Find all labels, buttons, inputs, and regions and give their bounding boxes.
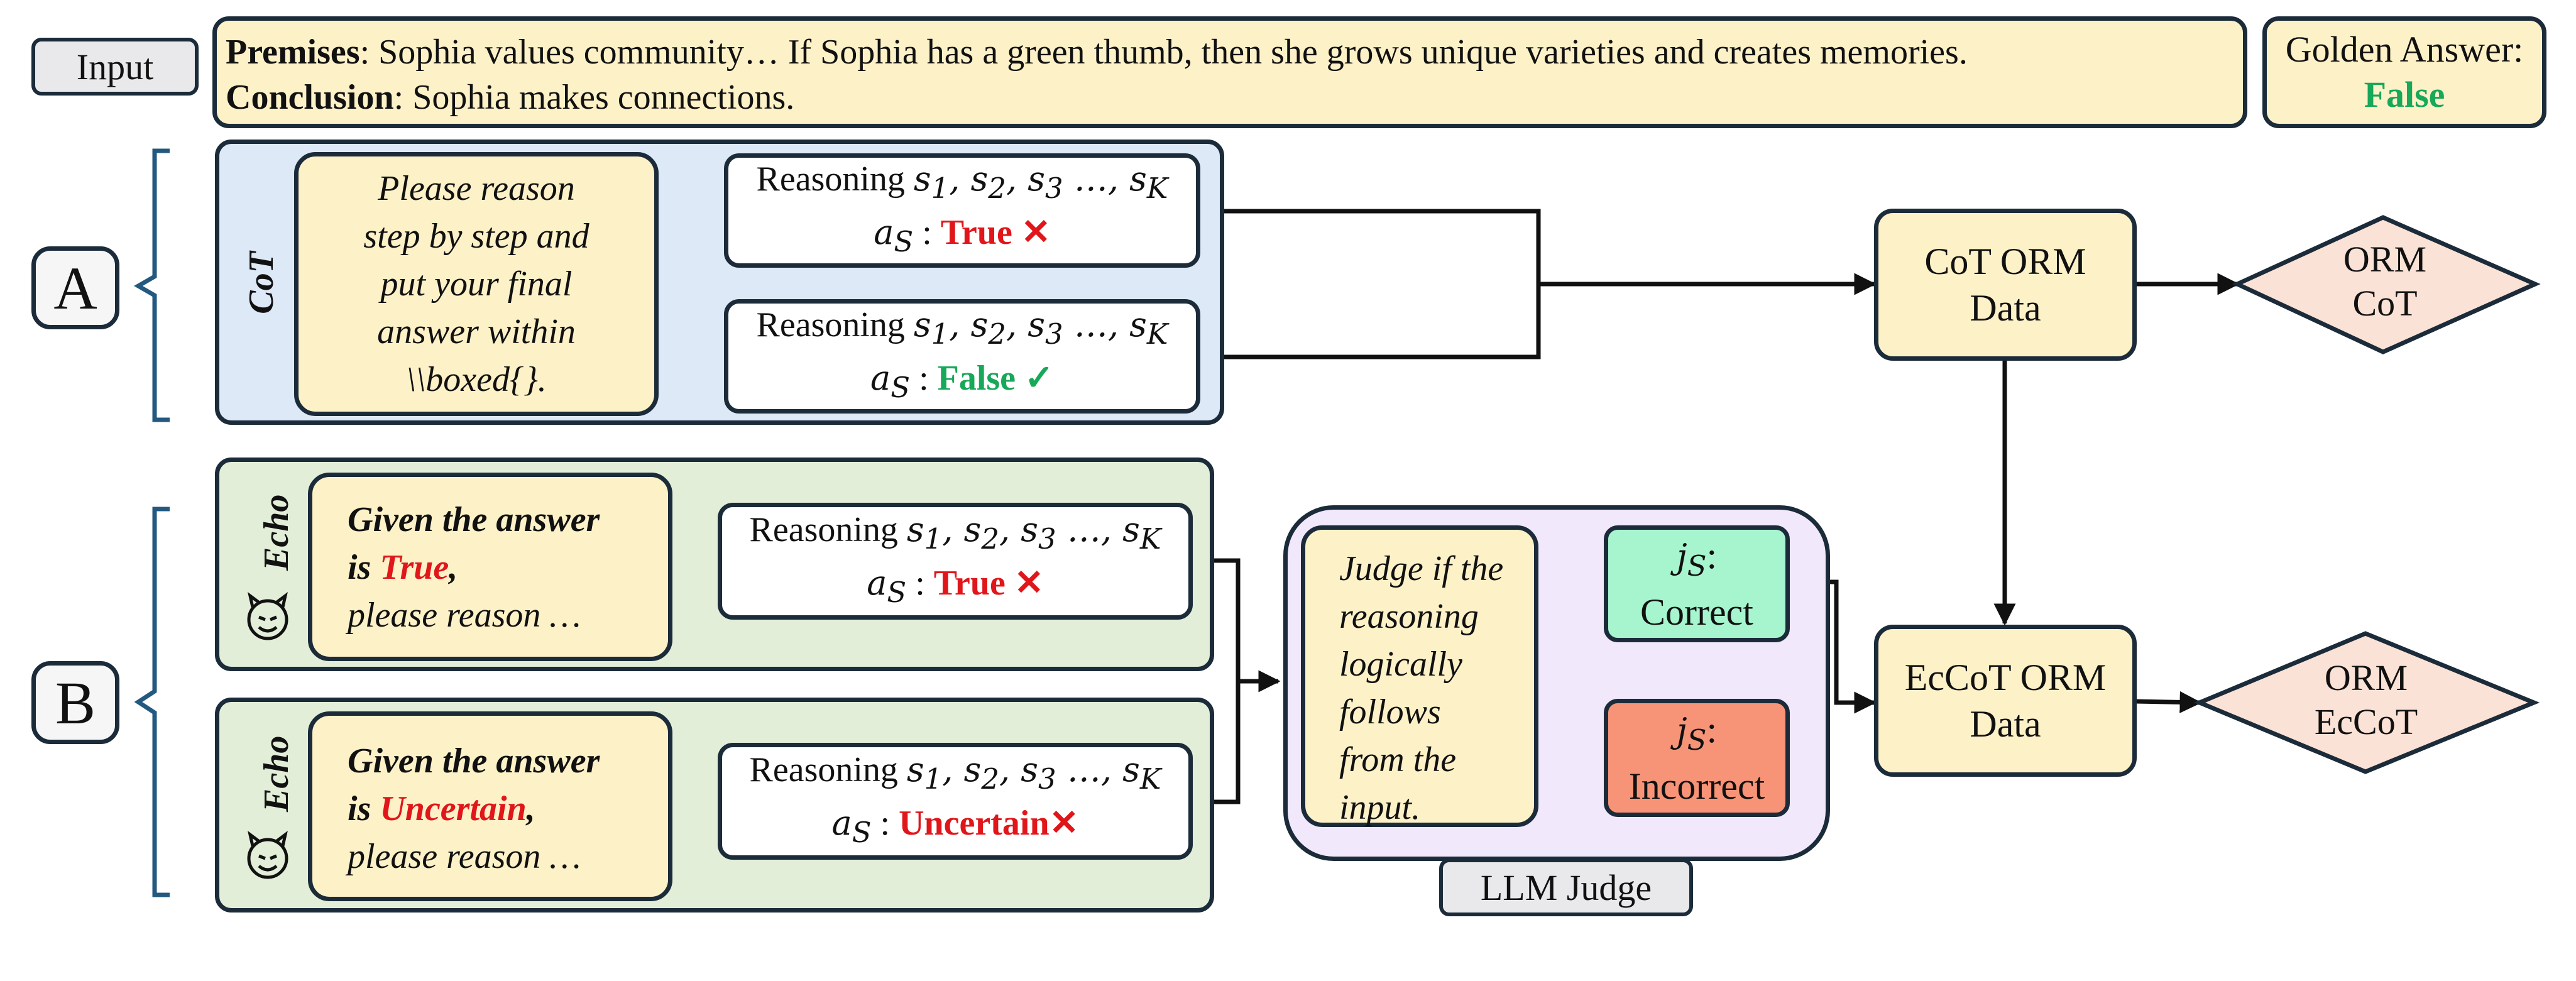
orm-cot-label: ORM CoT — [2343, 239, 2427, 324]
correct-label: Correct — [1640, 591, 1753, 633]
cot-prompt-text: Please reason step by step and put your … — [363, 169, 589, 399]
eccot-orm-data-box: EcCoT ORM Data — [1874, 625, 2137, 777]
input-label: Input — [31, 38, 199, 96]
wrong-mark-icon: ✕ — [1049, 804, 1079, 843]
bracket-a — [133, 148, 170, 422]
echo-answer-uncertain: Uncertain — [380, 789, 527, 828]
reasoning-answer: aS : True ✕ — [867, 563, 1044, 609]
echo-prompt-line-1: Given the answer — [348, 500, 600, 539]
llm-judge-label: LLM Judge — [1439, 858, 1693, 916]
echo-prompt-line-3: please reason … — [348, 837, 581, 876]
orm-eccot-label: ORM EcCoT — [2314, 657, 2418, 742]
conclusion-line: Conclusion: Sophia makes connections. — [226, 75, 2234, 120]
orm-eccot-diamond — [2193, 631, 2540, 774]
reasoning-answer: aS : False ✓ — [870, 358, 1054, 404]
cot-prompt-box: Please reason step by step and put your … — [294, 152, 659, 416]
golden-answer-box: Golden Answer: False — [2262, 16, 2546, 128]
echo-prompt-line-2: is True, — [348, 548, 458, 587]
reasoning-answer: aS : True ✕ — [874, 212, 1051, 258]
echo-prompt-line-1: Given the answer — [348, 742, 600, 781]
section-a-letter: A — [31, 246, 119, 329]
echo-reasoning-box-2: Reasoning s1, s2, s3 …, sK aS : Uncertai… — [718, 743, 1193, 860]
cot-reasoning-box-1: Reasoning s1, s2, s3 …, sK aS : True ✕ — [724, 153, 1200, 268]
wrong-mark-icon: ✕ — [1014, 564, 1044, 603]
judge-incorrect-box: jS: Incorrect — [1604, 699, 1790, 817]
echo-answer-true: True — [380, 548, 449, 587]
cot-reasoning-box-2: Reasoning s1, s2, s3 …, sK aS : False ✓ — [724, 299, 1200, 414]
echo-prompt-line-2: is Uncertain, — [348, 789, 535, 828]
echo-prompt-line-3: please reason … — [348, 596, 581, 635]
devil-icon-svg — [247, 591, 288, 640]
conclusion-text: : Sophia makes connections. — [393, 78, 795, 117]
echo-side-label-1: Echo — [257, 494, 296, 571]
judge-prompt-box: Judge if the reasoning logically follows… — [1301, 525, 1538, 827]
devil-icon — [241, 830, 294, 882]
conclusion-label: Conclusion — [226, 78, 394, 117]
echo-side-label-2: Echo — [257, 735, 296, 812]
bracket-b — [134, 507, 170, 897]
cot-side-label: CoT — [242, 251, 281, 314]
wrong-mark-icon: ✕ — [1021, 213, 1051, 252]
reasoning-steps: Reasoning s1, s2, s3 …, sK — [749, 750, 1161, 796]
premises-label: Premises — [226, 33, 360, 72]
echo-prompt-box-2: Given the answer is Uncertain, please re… — [308, 711, 672, 901]
golden-answer-label: Golden Answer: — [2285, 29, 2524, 70]
reasoning-steps: Reasoning s1, s2, s3 …, sK — [756, 159, 1168, 205]
premises-conclusion-box: Premises: Sophia values community… If So… — [212, 16, 2247, 128]
reasoning-answer: aS : Uncertain✕ — [831, 803, 1079, 849]
check-mark-icon: ✓ — [1024, 359, 1054, 398]
orm-cot-diamond — [2232, 215, 2541, 354]
section-b-letter: B — [31, 661, 119, 744]
premises-text: : Sophia values community… If Sophia has… — [359, 33, 1968, 72]
devil-icon — [241, 591, 294, 644]
premises-line: Premises: Sophia values community… If So… — [226, 30, 2234, 75]
echo-reasoning-box-1: Reasoning s1, s2, s3 …, sK aS : True ✕ — [718, 503, 1193, 620]
incorrect-label: Incorrect — [1628, 765, 1765, 808]
cot-orm-data-box: CoT ORM Data — [1874, 209, 2137, 361]
reasoning-steps: Reasoning s1, s2, s3 …, sK — [756, 305, 1168, 351]
echo-prompt-box-1: Given the answer is True, please reason … — [308, 473, 672, 661]
reasoning-steps: Reasoning s1, s2, s3 …, sK — [749, 510, 1161, 556]
judge-prompt-text: Judge if the reasoning logically follows… — [1339, 549, 1504, 827]
golden-answer-value: False — [2364, 74, 2445, 115]
devil-icon-svg — [247, 830, 288, 879]
judge-correct-box: jS: Correct — [1604, 525, 1790, 642]
